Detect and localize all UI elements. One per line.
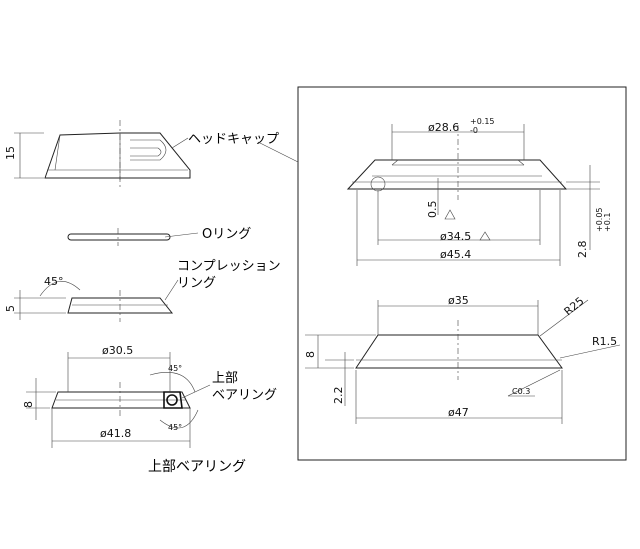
detail-d-bottom: ø47	[448, 406, 469, 419]
o-ring-drawing	[67, 228, 199, 246]
detail-bottom-drawing	[305, 299, 621, 424]
compression-ring-label-1: コンプレッション	[177, 259, 281, 274]
upper-bearing-drawing	[26, 352, 211, 448]
upper-bearing-label-1: 上部	[212, 371, 238, 386]
bearing-height-dim: 8	[22, 401, 35, 408]
detail-frame	[297, 86, 627, 461]
head-cap-label: ヘッドキャップ	[188, 132, 279, 147]
detail-d-outer: ø45.4	[440, 248, 471, 261]
bearing-angle-bottom-dim: 45°	[168, 423, 182, 432]
bearing-inner-dim: ø30.5	[102, 344, 133, 357]
detail-d-inner-tol-upper: +0.15	[470, 117, 495, 126]
head-cap-drawing	[14, 120, 191, 190]
detail-d-top: ø35	[448, 294, 469, 307]
bearing-angle-top-dim: 45°	[168, 364, 182, 373]
compression-ring-label-2: リング	[177, 276, 216, 291]
detail-radius-large: R25	[562, 294, 587, 318]
detail-depth: 0.5	[426, 201, 439, 219]
detail-step: 2.2	[332, 387, 345, 405]
detail-radius-small: R1.5	[592, 335, 617, 348]
detail-chamfer: C0.3	[512, 387, 530, 396]
upper-bearing-label-2: ベアリング	[212, 388, 277, 403]
head-cap-height-dim: 15	[4, 146, 17, 160]
detail-height-8: 8	[304, 351, 317, 358]
compression-height-dim: 5	[4, 305, 17, 312]
detail-d-mid: ø34.5	[440, 230, 471, 243]
o-ring-label: Oリング	[202, 227, 251, 242]
upper-bearing-caption: 上部ベアリング	[148, 459, 246, 475]
detail-height: 2.8	[576, 241, 589, 259]
detail-height-tol-lower: +0.1	[603, 213, 612, 232]
compression-angle-dim: 45°	[44, 275, 64, 288]
detail-d-inner: ø28.6	[428, 121, 459, 134]
detail-d-inner-tol-lower: -0	[470, 126, 478, 135]
detail-height-tol-upper: +0.05	[595, 207, 604, 232]
detail-top-drawing	[346, 124, 600, 266]
compression-ring-drawing	[14, 279, 179, 322]
bearing-outer-dim: ø41.8	[100, 427, 131, 440]
